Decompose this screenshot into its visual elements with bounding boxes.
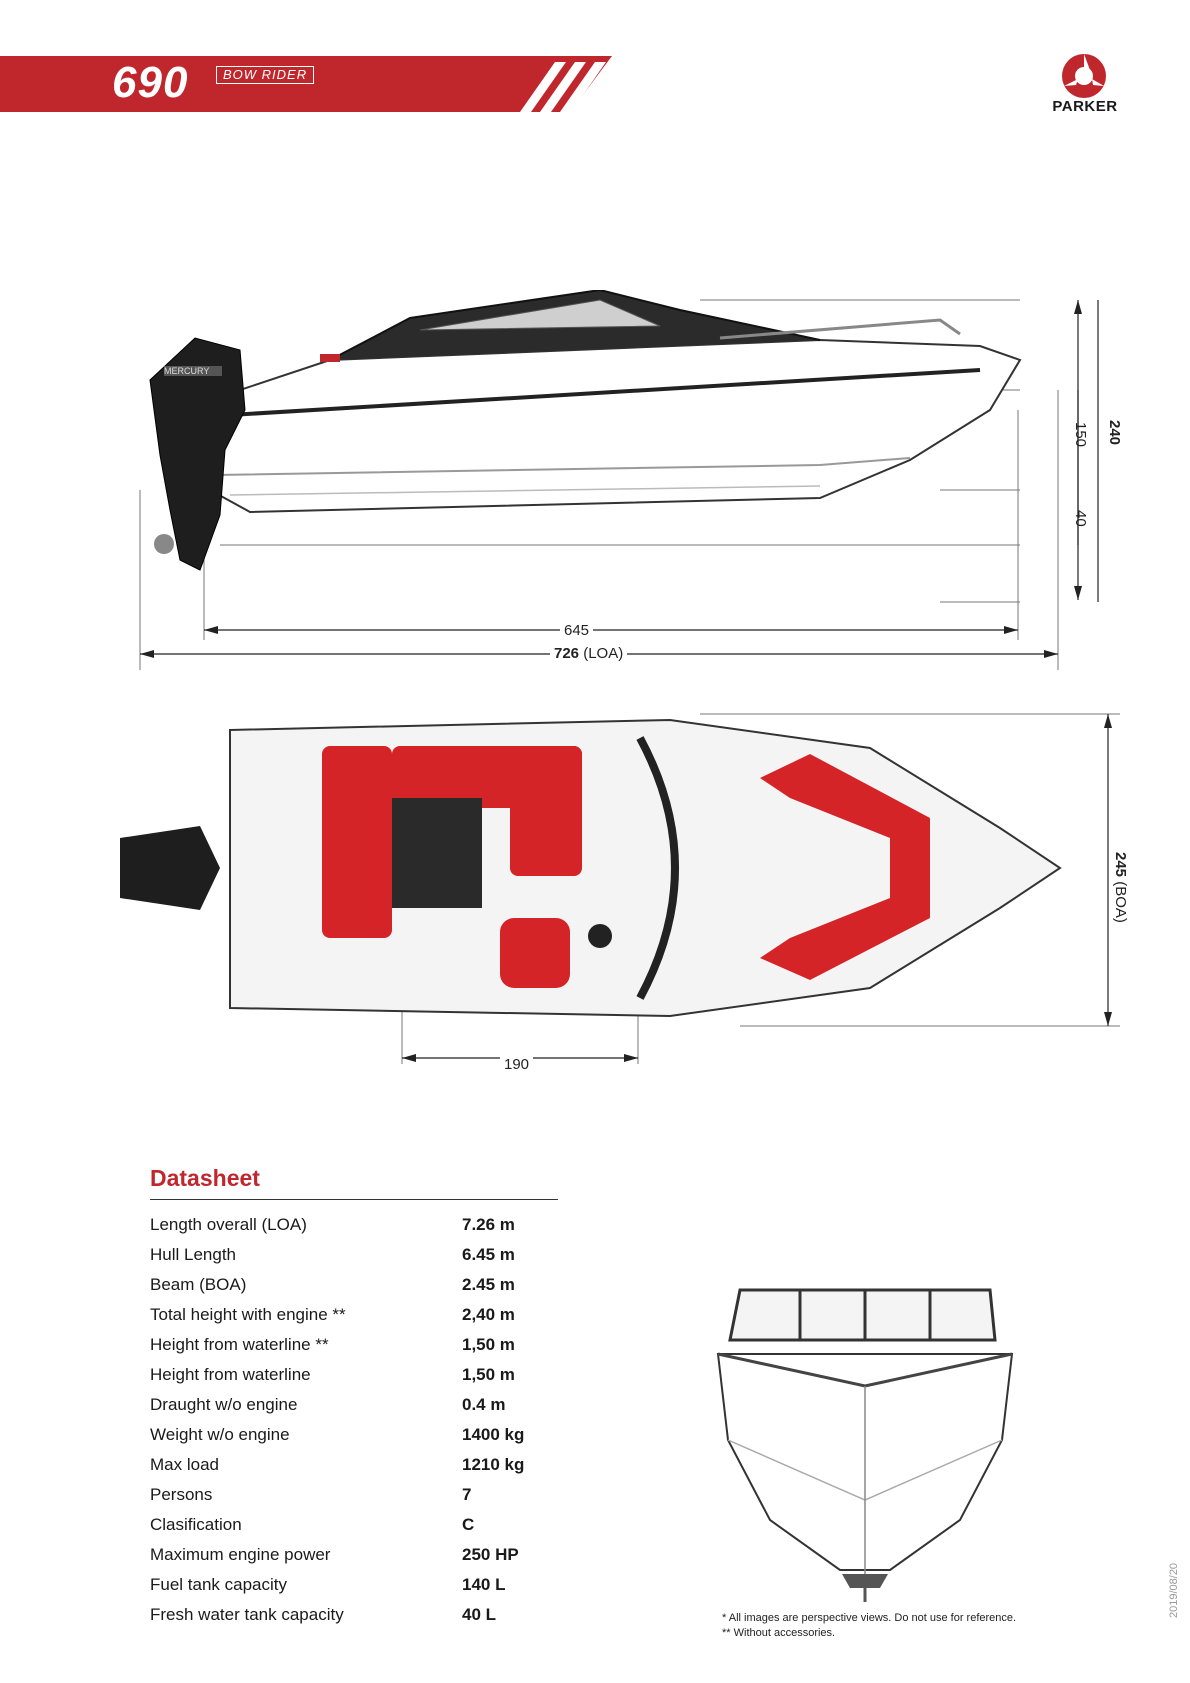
spec-label: Total height with engine ** <box>150 1305 346 1324</box>
engine-brand-label: MERCURY <box>164 366 209 376</box>
spec-label: Weight w/o engine <box>150 1425 290 1444</box>
spec-label: Beam (BOA) <box>150 1275 247 1294</box>
spec-label: Height from waterline <box>150 1365 311 1384</box>
dim-cockpit-length: 190 <box>500 1057 534 1073</box>
spec-value: 40 L <box>462 1605 497 1624</box>
dim-loa-value: 726 <box>554 645 580 662</box>
spec-row: Height from waterline 1,50 m <box>150 1360 570 1390</box>
boat-side-view: MERCURY <box>139 290 1099 670</box>
dim-beam-suffix: (BOA) <box>1112 881 1129 923</box>
spec-row: Clasification C <box>150 1510 570 1540</box>
spec-row: Length overall (LOA) 7.26 m <box>150 1210 570 1240</box>
spec-row: Max load 1210 kg <box>150 1450 570 1480</box>
spec-value: 2,40 m <box>462 1305 515 1324</box>
document-date: 2019/08/20 <box>1168 1562 1180 1618</box>
datasheet-title: Datasheet <box>150 1165 260 1191</box>
footnote-perspective: * All images are perspective views. Do n… <box>722 1612 1017 1624</box>
spec-label: Fresh water tank capacity <box>150 1605 344 1624</box>
spec-value: C <box>462 1515 475 1534</box>
dim-loa: 726 (LOA) <box>550 645 628 662</box>
spec-value: 1,50 m <box>462 1365 515 1384</box>
spec-value: 1,50 m <box>462 1335 515 1354</box>
spec-label: Persons <box>150 1485 213 1504</box>
spec-value: 7 <box>462 1485 472 1504</box>
datasheet-table: Length overall (LOA) 7.26 m Hull Length 6.4… <box>150 1210 570 1630</box>
header-banner <box>0 56 612 112</box>
spec-row: Fresh water tank capacity 40 L <box>150 1600 570 1630</box>
spec-value: 250 HP <box>462 1545 519 1564</box>
boat-top-view <box>120 713 1120 1064</box>
dim-height-above-waterline: 150 <box>1072 422 1089 448</box>
spec-label: Maximum engine power <box>150 1545 331 1564</box>
spec-value: 7.26 m <box>462 1215 515 1234</box>
spec-value: 6.45 m <box>462 1245 515 1264</box>
spec-value: 0.4 m <box>462 1395 506 1414</box>
spec-value: 140 L <box>462 1575 506 1594</box>
spec-label: Max load <box>150 1455 219 1474</box>
spec-label: Draught w/o engine <box>150 1395 298 1414</box>
dim-total-height: 240 <box>1106 420 1123 446</box>
dim-beam: 245 (BOA) <box>1112 852 1129 923</box>
dim-beam-value: 245 <box>1112 852 1129 878</box>
spec-label: Hull Length <box>150 1245 237 1264</box>
spec-row: Weight w/o engine 1400 kg <box>150 1420 570 1450</box>
dim-draught: 40 <box>1072 510 1089 527</box>
dim-loa-suffix: (LOA) <box>583 645 624 662</box>
spec-row: Draught w/o engine 0.4 m <box>150 1390 570 1420</box>
model-subtitle: BOW RIDER <box>216 66 315 84</box>
spec-row: Height from waterline ** 1,50 m <box>150 1330 570 1360</box>
spec-row: Persons 7 <box>150 1480 570 1510</box>
model-number: 690 <box>112 58 189 107</box>
spec-value: 2.45 m <box>462 1275 515 1294</box>
spec-label: Fuel tank capacity <box>150 1575 288 1594</box>
spec-row: Total height with engine ** 2,40 m <box>150 1300 570 1330</box>
spec-row: Fuel tank capacity 140 L <box>150 1570 570 1600</box>
boat-front-view <box>716 1288 1014 1602</box>
spec-row: Hull Length 6.45 m <box>150 1240 570 1270</box>
datasheet-divider <box>150 1199 558 1200</box>
spec-label: Clasification <box>150 1515 242 1534</box>
spec-label: Length overall (LOA) <box>150 1215 307 1234</box>
spec-label: Height from waterline ** <box>150 1335 329 1354</box>
spec-value: 1210 kg <box>462 1455 525 1474</box>
footnote-accessories: ** Without accessories. <box>722 1627 836 1639</box>
parker-logo-icon <box>1062 54 1106 98</box>
dim-hull-length: 645 <box>560 623 594 639</box>
spec-value: 1400 kg <box>462 1425 525 1444</box>
spec-row: Beam (BOA) 2.45 m <box>150 1270 570 1300</box>
spec-row: Maximum engine power 250 HP <box>150 1540 570 1570</box>
brand-name: PARKER <box>1052 98 1118 115</box>
